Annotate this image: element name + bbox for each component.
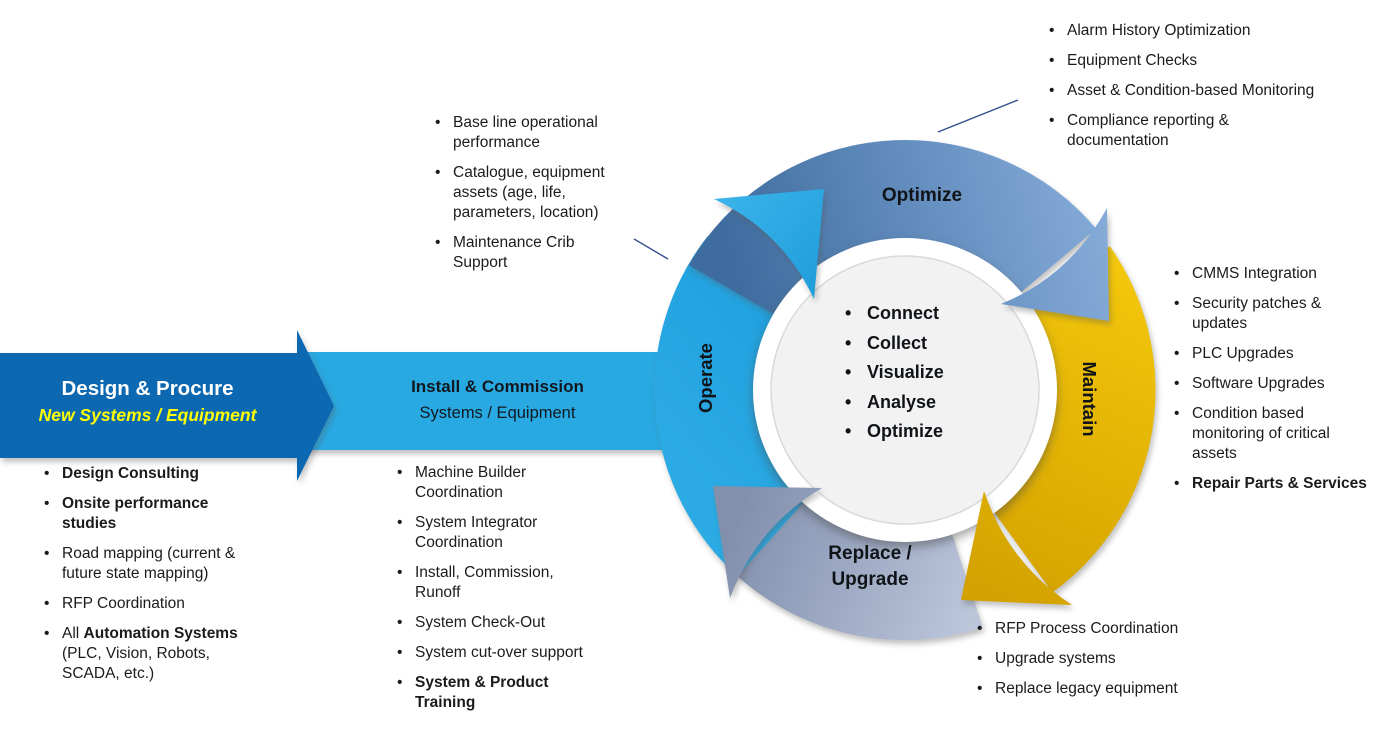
install-commission-subtitle: Systems / Equipment (419, 404, 576, 422)
replace-upgrade-services-list: RFP Process Coordination Upgrade systems… (975, 619, 1305, 709)
optimize-services-list: Alarm History Optimization Equipment Che… (1047, 21, 1317, 161)
operate-arrowhead (714, 189, 824, 299)
maintain-arrowhead (961, 491, 1072, 605)
list-item: CMMS Integration (1172, 264, 1367, 284)
list-item: Visualize (845, 358, 944, 388)
list-item: Compliance reporting & documentation (1047, 111, 1317, 151)
optimize-arrowhead (1001, 208, 1109, 321)
list-item: Software Upgrades (1172, 374, 1367, 394)
install-commission-services-list: Machine Builder Coordination System Inte… (395, 463, 600, 723)
callout-line-optimize (937, 99, 1019, 133)
optimize-arc-body (688, 140, 1097, 316)
list-item: Base line operational performance (433, 113, 628, 153)
install-commission-title: Install & Commission (411, 377, 584, 396)
callout-line-operate (633, 238, 669, 260)
stage-label-operate: Operate (695, 343, 716, 413)
list-item: RFP Process Coordination (975, 619, 1305, 639)
install-commission-label: Install & Commission Systems / Equipment (385, 377, 610, 423)
design-procure-subtitle: New Systems / Equipment (38, 405, 257, 425)
list-item: System Check-Out (395, 613, 600, 633)
design-procure-services-list: Design Consulting Onsite performance stu… (42, 464, 247, 694)
list-item: System Integrator Coordination (395, 513, 600, 553)
design-procure-title: Design & Procure (61, 377, 234, 400)
stage-label-optimize: Optimize (881, 185, 963, 206)
replace-upgrade-arrowhead (713, 486, 822, 598)
center-capabilities-list: Connect Collect Visualize Analyse Optimi… (845, 299, 944, 447)
list-item: Machine Builder Coordination (395, 463, 600, 503)
list-item: PLC Upgrades (1172, 344, 1367, 364)
design-procure-label: Design & Procure New Systems / Equipment (10, 377, 285, 426)
list-item: Onsite performance studies (42, 494, 247, 534)
list-item: Replace legacy equipment (975, 679, 1305, 699)
list-item: Condition based monitoring of critical a… (1172, 404, 1367, 464)
list-item: Alarm History Optimization (1047, 21, 1317, 41)
list-item: Collect (845, 329, 944, 359)
list-item: Upgrade systems (975, 649, 1305, 669)
list-item: Analyse (845, 388, 944, 418)
list-item: Catalogue, equipment assets (age, life, … (433, 163, 628, 223)
design-procure-arrow (0, 330, 334, 481)
list-item: Asset & Condition-based Monitoring (1047, 81, 1317, 101)
maintain-services-list: CMMS Integration Security patches & upda… (1172, 264, 1367, 504)
list-item: Road mapping (current & future state map… (42, 544, 247, 584)
list-item: Security patches & updates (1172, 294, 1367, 334)
list-item: Install, Commission, Runoff (395, 563, 600, 603)
list-item: Repair Parts & Services (1172, 474, 1367, 494)
list-item: Maintenance Crib Support (433, 233, 628, 273)
list-item: Connect (845, 299, 944, 329)
list-item: Optimize (845, 417, 944, 447)
list-item: Design Consulting (42, 464, 247, 484)
list-item: Equipment Checks (1047, 51, 1317, 71)
stage-label-replace-upgrade: Replace / Upgrade (788, 541, 952, 593)
stage-label-maintain: Maintain (1079, 361, 1100, 437)
replace-label-line2: Upgrade (831, 569, 909, 590)
replace-label-line1: Replace / (828, 543, 912, 564)
list-item: All Automation Systems (PLC, Vision, Rob… (42, 624, 247, 684)
replace-upgrade-arc-body (737, 500, 983, 640)
list-item: System & Product Training (395, 673, 600, 713)
list-item: System cut-over support (395, 643, 600, 663)
list-item: RFP Coordination (42, 594, 247, 614)
operate-services-list: Base line operational performance Catalo… (433, 113, 628, 283)
